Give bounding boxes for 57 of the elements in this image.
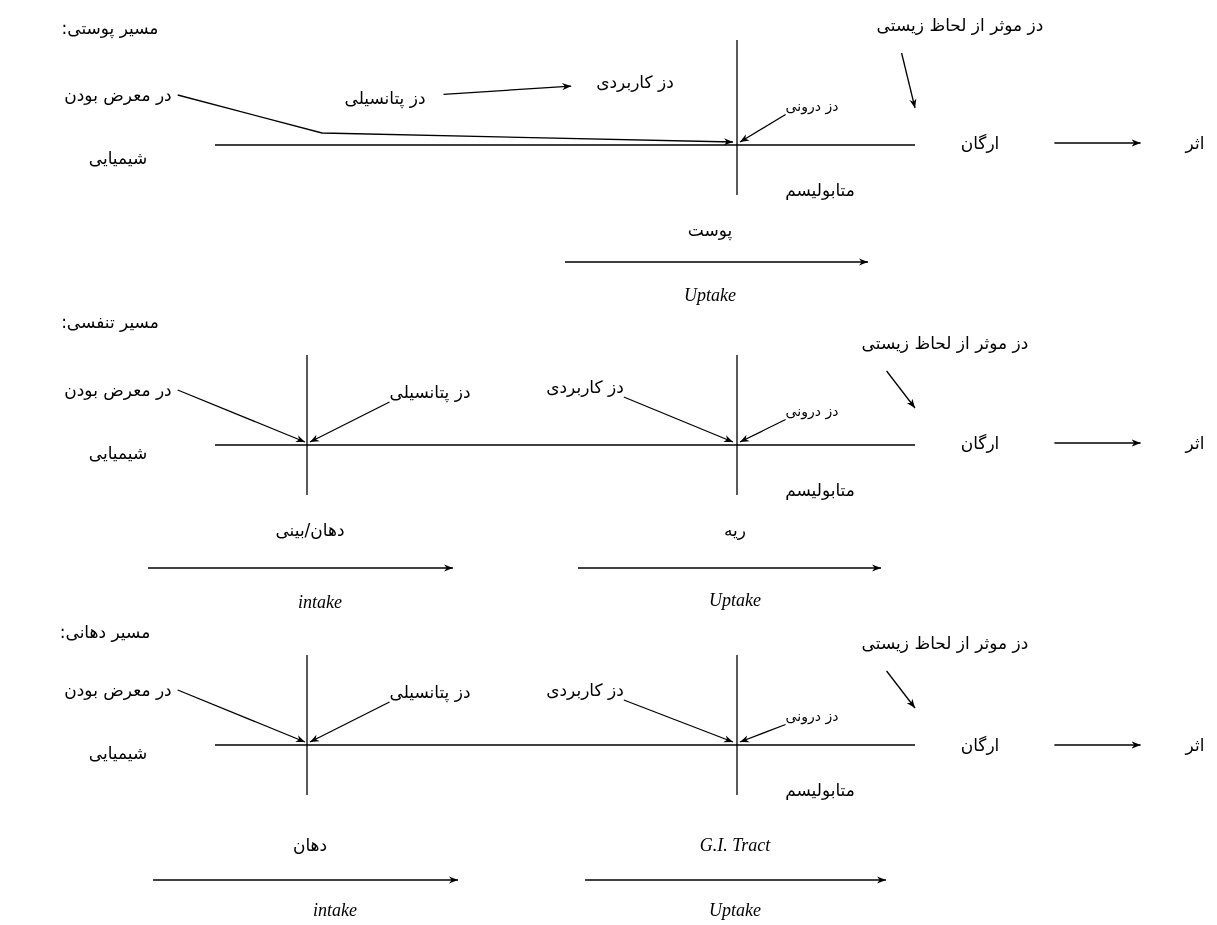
arrow (309, 401, 391, 443)
node-caption: شیمیایی (88, 148, 148, 168)
node-label: در معرض بودن (64, 380, 172, 400)
text-label: مسیر تنفسی: (61, 312, 159, 332)
arrow (623, 396, 734, 443)
node-label: دز درونی (785, 402, 839, 420)
text-label: ریه (723, 520, 747, 540)
axis-label: intake (298, 592, 342, 612)
arrow (177, 94, 734, 146)
node-caption: شیمیایی (88, 743, 148, 763)
arrow (623, 699, 734, 743)
text-label: دهان/بینی (275, 520, 345, 540)
text-label: متابولیسم (785, 780, 855, 800)
arrow (885, 670, 916, 709)
text-label: دهان (292, 835, 328, 855)
arrow (177, 689, 306, 743)
node-label: دز کاربردی (596, 72, 674, 92)
node-label: دز کاربردی (546, 377, 624, 397)
axis-label: G.I. Tract (699, 835, 771, 855)
arrow (1053, 439, 1142, 447)
axis-label: Uptake (709, 900, 761, 920)
axis-label: Uptake (709, 590, 761, 610)
arrow (177, 389, 306, 443)
node-label: دز موثر از لحاظ زیستی (861, 333, 1029, 353)
node-label: دز درونی (785, 707, 839, 725)
node-label: در معرض بودن (64, 680, 172, 700)
arrow (442, 83, 572, 95)
arrow (885, 370, 916, 409)
node-label: ارگان (960, 433, 1000, 453)
axis-label: intake (313, 900, 357, 920)
text-label: پوست (687, 220, 733, 240)
text-label: مسیر پوستی: (61, 18, 159, 38)
axis-label: Uptake (684, 285, 736, 305)
node-label: اثر (1185, 133, 1205, 153)
node-label: در معرض بودن (64, 85, 172, 105)
arrow (1053, 139, 1142, 147)
text-label: مسیر دهانی: (59, 622, 151, 642)
arrow (739, 113, 787, 143)
node-label: دز پتانسیلی (389, 682, 471, 702)
node-label: ارگان (960, 133, 1000, 153)
arrow (1053, 741, 1142, 749)
node-label: دز موثر از لحاظ زیستی (876, 15, 1044, 35)
node-label: اثر (1185, 433, 1205, 453)
text-label: متابولیسم (785, 480, 855, 500)
node-label: دز موثر از لحاظ زیستی (861, 633, 1029, 653)
arrow (739, 723, 787, 743)
arrow (309, 701, 391, 743)
node-label: دز درونی (785, 97, 839, 115)
node-label: اثر (1185, 735, 1205, 755)
node-label: دز پتانسیلی (344, 88, 426, 108)
node-label: ارگان (960, 735, 1000, 755)
arrow (900, 52, 917, 109)
node-caption: شیمیایی (88, 443, 148, 463)
node-label: دز کاربردی (546, 680, 624, 700)
node-label: دز پتانسیلی (389, 382, 471, 402)
text-label: متابولیسم (785, 180, 855, 200)
arrow (739, 418, 787, 443)
